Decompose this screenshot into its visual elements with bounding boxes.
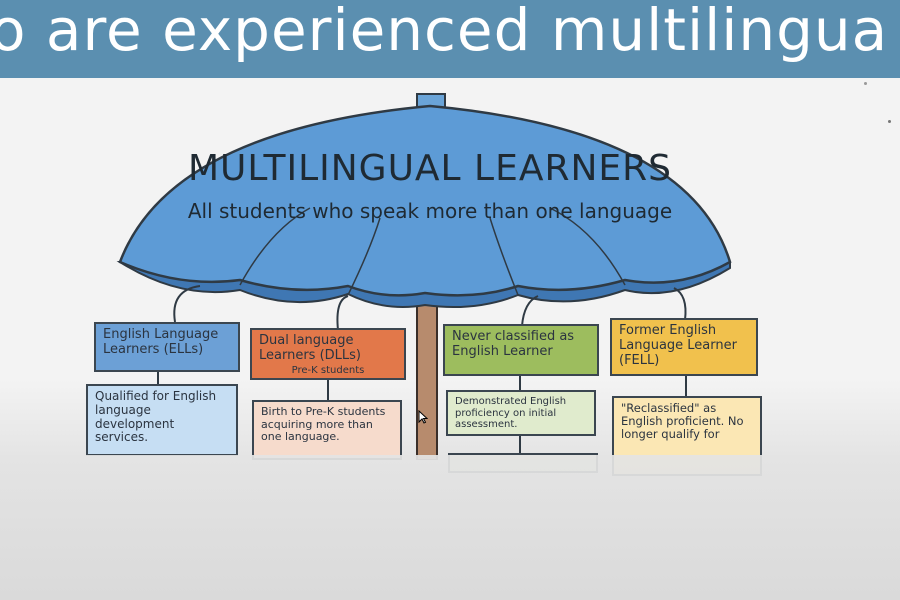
ell-description: Qualified for English language developme… <box>95 389 217 445</box>
umbrella-rib <box>489 217 519 296</box>
ell-heading-box: English Language Learners (ELLs) <box>94 322 240 372</box>
umbrella-graphic: MULTILINGUAL LEARNERS All students who s… <box>116 93 732 460</box>
umbrella-canopy <box>118 104 732 297</box>
dll-heading-box: Dual language Learners (DLLs) Pre-K stud… <box>250 328 406 380</box>
fell-heading: Former English Language Learner (FELL) <box>619 323 737 368</box>
umbrella-heading: MULTILINGUAL LEARNERS <box>188 148 672 189</box>
ell-description-box: Qualified for English language developme… <box>86 384 238 456</box>
never-classified-heading: Never classified as English Learner <box>452 329 575 359</box>
dll-subheading: Pre-K students <box>291 364 365 376</box>
umbrella-rib <box>347 217 381 296</box>
never-classified-description-box: Demonstrated English proficiency on init… <box>446 390 596 436</box>
mouse-cursor-icon <box>418 410 428 424</box>
dll-heading: Dual language Learners (DLLs) <box>259 333 361 363</box>
umbrella-rib <box>239 207 311 286</box>
hanging-hook <box>673 287 687 321</box>
never-classified-heading-box: Never classified as English Learner <box>443 324 599 376</box>
dll-description: Birth to Pre-K students acquiring more t… <box>261 405 386 444</box>
never-classified-description: Demonstrated English proficiency on init… <box>455 396 567 430</box>
slide-title-bar: o are experienced multilingua <box>0 0 900 78</box>
hanging-hook <box>173 285 201 323</box>
hanging-hook <box>521 295 539 327</box>
fell-description: "Reclassified" as English proficient. No… <box>621 401 744 442</box>
hanging-hook <box>336 295 349 331</box>
video-fade-overlay <box>0 455 900 600</box>
ell-heading: English Language Learners (ELLs) <box>103 327 219 357</box>
dll-description-box: Birth to Pre-K students acquiring more t… <box>252 400 402 460</box>
umbrella-rib <box>549 207 626 286</box>
fell-heading-box: Former English Language Learner (FELL) <box>610 318 758 376</box>
slide-title: o are experienced multilingua <box>0 0 889 64</box>
stray-mark <box>864 82 867 85</box>
stray-mark <box>888 120 891 123</box>
umbrella-subheading: All students who speak more than one lan… <box>188 199 672 223</box>
umbrella-diagram: MULTILINGUAL LEARNERS All students who s… <box>80 90 770 476</box>
